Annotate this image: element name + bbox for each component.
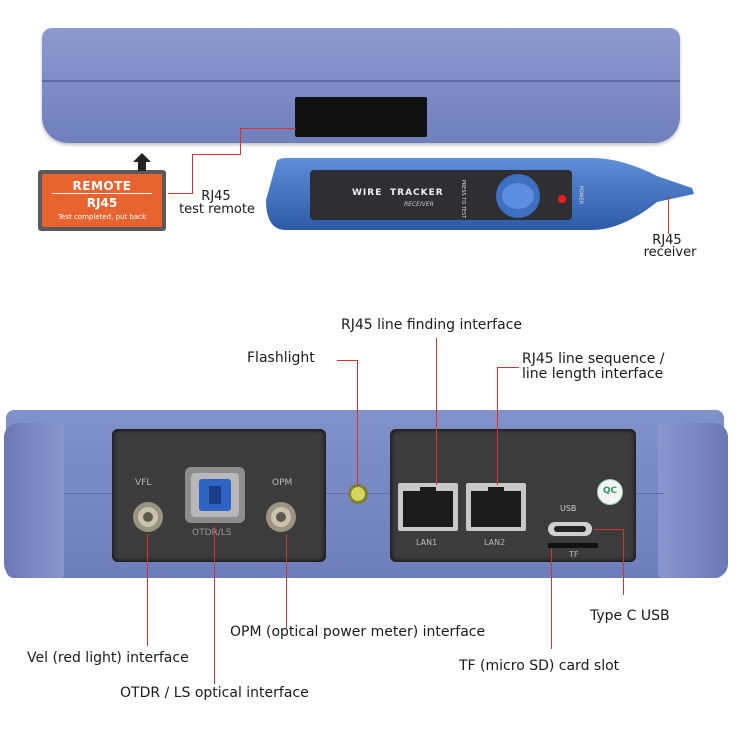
vfl-mark: VFL	[135, 478, 152, 488]
label-receiver-1: RJ45	[652, 233, 682, 248]
leader-remote-v2	[192, 154, 193, 194]
device-right-grip	[658, 423, 728, 578]
receiver-device	[266, 158, 694, 230]
remote-card-face: REMOTE RJ45 Test completed, put back	[42, 174, 162, 227]
leader-sequence-h	[497, 367, 519, 368]
label-vel: Vel (red light) interface	[27, 650, 189, 666]
device-top-edge	[42, 80, 680, 82]
label-test-remote-1: RJ45	[201, 189, 231, 204]
bottom-section: VFL OPM OTDR/LS LAN1 LAN2 USB	[0, 300, 750, 750]
flashlight-led	[348, 484, 368, 504]
leader-otdr-v	[214, 526, 215, 684]
qc-sticker: QC	[597, 479, 623, 505]
label-type-c-usb: Type C USB	[590, 608, 670, 624]
arrow-up-icon	[133, 153, 151, 171]
lan1-port	[398, 483, 458, 531]
usb-c-port-inner	[554, 526, 586, 532]
remote-card-title: REMOTE	[72, 179, 132, 193]
label-opm: OPM (optical power meter) interface	[230, 624, 486, 640]
receiver-press-to-test: PRESS TO TEST	[460, 179, 466, 219]
remote-card-divider	[52, 193, 152, 194]
remote-card-note: Test completed, put back	[57, 213, 147, 221]
label-line-finding: RJ45 line finding interface	[341, 317, 522, 333]
label-flashlight: Flashlight	[247, 350, 315, 366]
otdr-mark: OTDR/LS	[192, 528, 232, 538]
leader-flashlight-v	[357, 360, 358, 485]
leader-sequence-v	[497, 367, 498, 485]
label-receiver-2: receiver	[643, 245, 697, 260]
tf-mark: TF	[569, 550, 579, 559]
label-otdr: OTDR / LS optical interface	[120, 685, 309, 701]
leader-typec-h	[594, 529, 624, 530]
leader-opm-v	[286, 534, 287, 628]
tf-slot	[548, 543, 598, 548]
label-sequence-1: RJ45 line sequence /	[522, 351, 665, 367]
leader-flashlight-h	[337, 360, 358, 361]
otdr-port	[185, 467, 245, 523]
vfl-port	[133, 502, 163, 532]
device-left-grip	[4, 423, 64, 578]
receiver-test-button	[508, 186, 536, 206]
leader-remote-h3	[168, 193, 193, 194]
lan2-port	[466, 483, 526, 531]
leader-tf-v	[551, 549, 552, 649]
leader-typec-v	[623, 529, 624, 595]
label-tf: TF (micro SD) card slot	[459, 658, 620, 674]
receiver-brand-right: TRACKER	[390, 188, 444, 198]
lan1-mark: LAN1	[416, 538, 438, 547]
usb-c-port	[548, 522, 592, 536]
top-section: REMOTE RJ45 Test completed, put back WIR…	[0, 0, 750, 285]
label-sequence-2: line length interface	[522, 366, 664, 382]
remote-card-model: RJ45	[86, 196, 118, 210]
leader-remote-h1	[240, 128, 296, 129]
leader-receiver-v	[668, 196, 669, 234]
lan1-port-cavity	[403, 491, 453, 527]
leader-remote-v	[240, 128, 241, 154]
opm-mark: OPM	[272, 478, 293, 488]
lan2-port-tab	[488, 487, 504, 493]
lan2-port-cavity	[471, 491, 521, 527]
leader-remote-h2	[192, 154, 241, 155]
leader-vfl-v	[147, 534, 148, 646]
receiver-brand-left: WIRE	[352, 188, 383, 198]
qc-sticker-text: QC	[602, 486, 618, 496]
receiver-power-label: POWER	[577, 185, 584, 205]
opm-port	[266, 502, 296, 532]
label-test-remote-2: test remote	[179, 202, 255, 217]
receiver-brand-sub: RECEIVER	[404, 201, 434, 208]
lan2-mark: LAN2	[484, 538, 506, 547]
usb-mark: USB	[560, 504, 577, 513]
remote-slot	[295, 97, 427, 137]
remote-card: REMOTE RJ45 Test completed, put back	[38, 170, 166, 231]
leader-line-finding-v	[436, 338, 437, 485]
lan1-port-tab	[420, 487, 436, 493]
